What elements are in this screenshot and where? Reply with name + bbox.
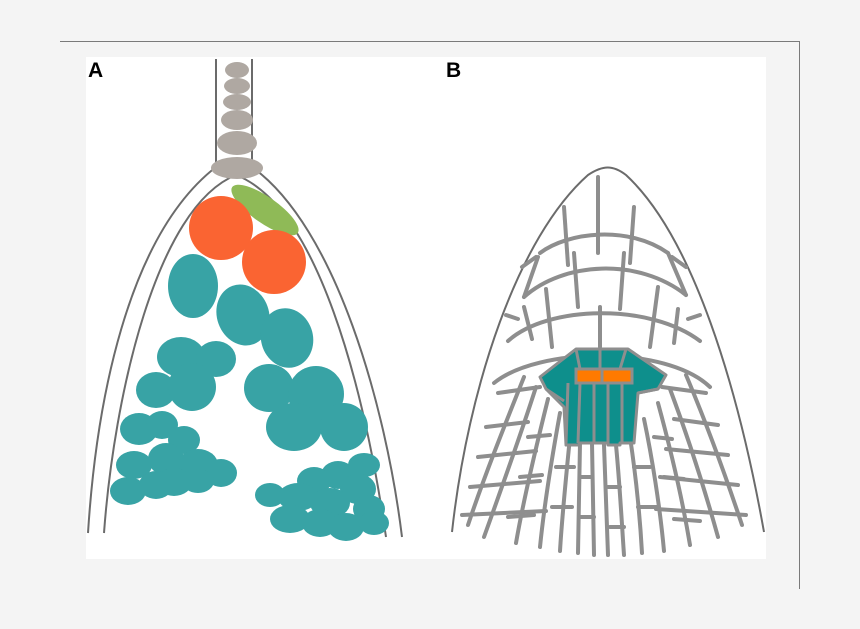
grey-cell-stack: [211, 62, 263, 179]
teal-wall: [576, 382, 582, 444]
cell-file: [558, 435, 572, 553]
frame-right-line: [799, 41, 800, 589]
panel-b: B: [428, 57, 766, 559]
cell-cross-wall: [526, 433, 552, 439]
cell-file: [614, 443, 626, 557]
cell-wall-line: [522, 255, 540, 299]
cell-cross-wall: [506, 513, 536, 519]
cell-file: [642, 417, 666, 553]
cell-wall-rung: [476, 449, 538, 459]
panel-label-b: B: [446, 59, 462, 82]
root-outline: [451, 166, 765, 533]
cell-wall-line: [520, 255, 538, 269]
teal-cell: [348, 453, 380, 477]
panel-a-diagram: [87, 59, 403, 541]
frame-top-line: [60, 41, 800, 42]
grey-cell: [217, 131, 257, 155]
cell-cross-wall: [662, 475, 686, 481]
cell-wall-line: [618, 251, 626, 311]
cell-file: [602, 443, 610, 557]
cell-file: [668, 387, 720, 539]
cell-cross-wall: [672, 517, 702, 523]
cell-wall-rung: [460, 509, 548, 517]
cell-wall-line: [562, 205, 570, 267]
teal-cell: [270, 505, 310, 533]
panel-label-a: A: [88, 59, 104, 82]
cell-file: [538, 411, 562, 549]
cell-file: [628, 435, 644, 555]
cell-wall-arc: [506, 311, 702, 343]
teal-cell: [146, 411, 178, 439]
orange-cell: [242, 230, 306, 294]
cell-file: [656, 401, 692, 547]
teal-cell: [110, 477, 146, 505]
cell-file: [684, 373, 744, 527]
cell-file: [482, 385, 538, 539]
teal-cell: [255, 483, 285, 507]
teal-cell: [216, 284, 270, 346]
grey-cell: [225, 62, 249, 78]
panel-a: A: [86, 57, 428, 559]
teal-cell: [320, 403, 368, 451]
cell-cross-wall: [652, 435, 674, 441]
grey-cell: [223, 94, 251, 110]
orange-cell: [574, 367, 604, 385]
cell-wall-arc: [538, 232, 670, 255]
grey-cell: [224, 78, 250, 94]
cell-wall-line: [628, 205, 636, 265]
cell-wall-line: [522, 305, 534, 341]
cell-wall-arc: [522, 266, 688, 299]
teal-cell: [266, 403, 322, 451]
teal-cell: [148, 443, 184, 475]
cell-file: [466, 375, 526, 527]
teal-wall: [545, 387, 565, 403]
cell-wall-line: [648, 285, 660, 349]
teal-cell: [182, 469, 214, 493]
cell-cross-wall: [518, 473, 544, 479]
cell-file: [576, 441, 582, 555]
outer-boundary: [87, 59, 403, 538]
cell-file: [590, 441, 596, 557]
teal-cell: [168, 363, 216, 411]
panel-b-diagram: [451, 166, 765, 557]
teal-cell: [136, 372, 176, 408]
orange-cell: [189, 196, 253, 260]
teal-cell-cluster: [110, 254, 389, 541]
cell-wall-line: [544, 287, 554, 349]
cell-wall-grid: [460, 175, 748, 557]
teal-wall: [618, 348, 628, 370]
teal-cell: [328, 513, 364, 541]
cell-wall-line: [572, 251, 580, 309]
teal-cell: [156, 468, 192, 496]
teal-wall: [564, 382, 570, 444]
cell-wall-line: [504, 313, 520, 321]
green-cell: [231, 184, 299, 236]
grey-cell: [211, 157, 263, 179]
cell-wall-line: [686, 313, 702, 321]
teal-cell: [260, 308, 314, 368]
cell-wall-line: [670, 255, 688, 269]
teal-cell: [244, 364, 294, 412]
grey-cell: [221, 110, 253, 130]
teal-cell: [116, 451, 152, 479]
teal-wall: [574, 348, 582, 370]
orange-cell: [600, 367, 634, 385]
cell-wall-rung: [654, 507, 748, 517]
cell-wall-line: [666, 251, 688, 297]
cell-file: [514, 397, 550, 545]
teal-wall: [637, 387, 659, 395]
teal-cell: [359, 511, 389, 535]
cell-wall-line: [672, 307, 680, 345]
teal-cell: [278, 483, 318, 511]
teal-region-walls: [545, 348, 659, 445]
teal-cell: [168, 254, 218, 318]
